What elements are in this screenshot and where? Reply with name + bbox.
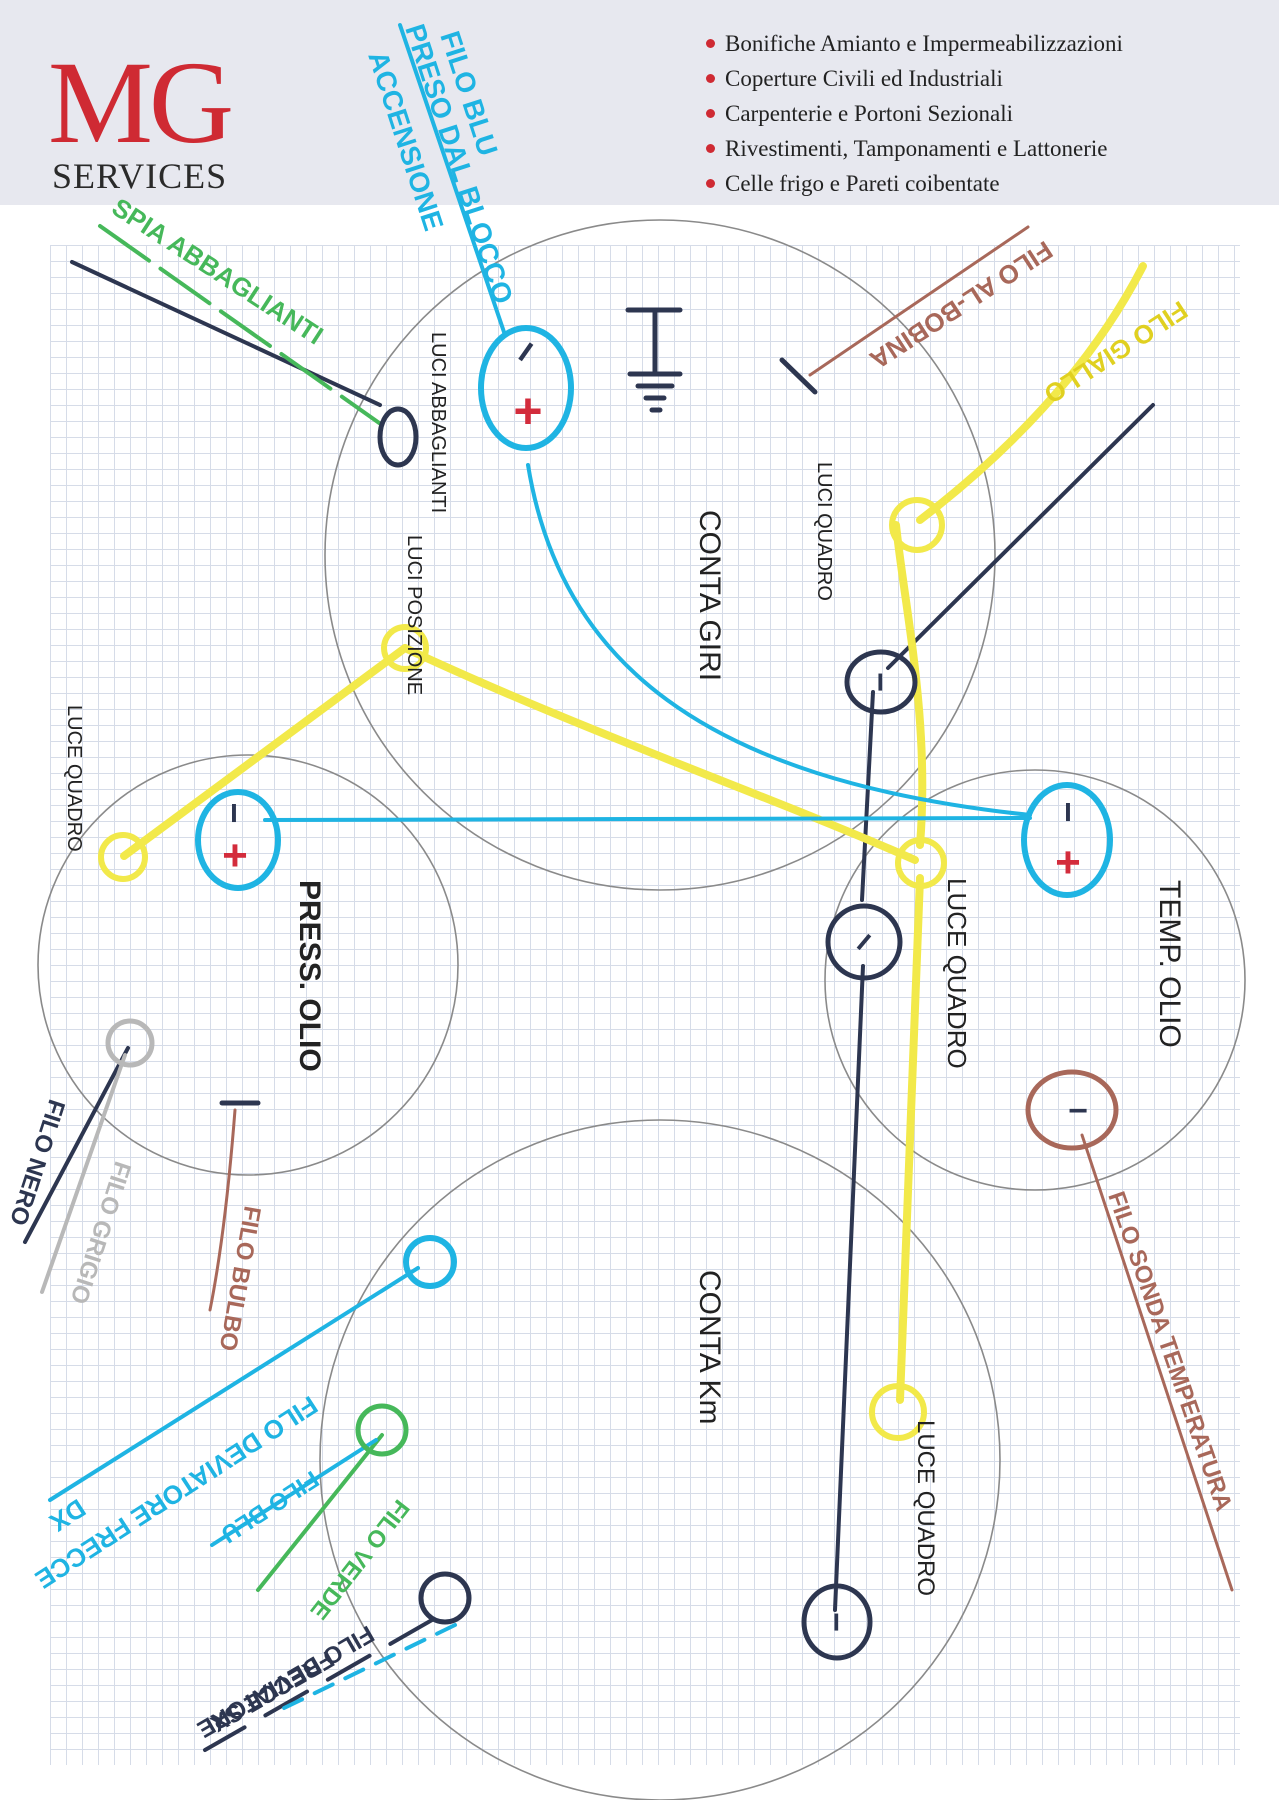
terminal-luci-quadro-giri — [889, 497, 945, 553]
terminal-verde — [355, 1403, 409, 1457]
terminal-grigio — [105, 1018, 155, 1068]
gauge-conta-giri-outline — [324, 219, 996, 891]
services-list: Bonifiche Amianto e Impermeabilizzazioni… — [706, 26, 1266, 201]
plus-sign: + — [222, 831, 248, 880]
terminal-abbaglianti — [377, 406, 419, 468]
service-item: Coperture Civili ed Industriali — [706, 61, 1266, 96]
bullet-icon — [706, 74, 715, 84]
terminal-luce-quadro-press — [98, 832, 148, 882]
service-item: Bonifiche Amianto e Impermeabilizzazioni — [706, 26, 1266, 61]
label-filo-grigio: FILO GRIGIO — [65, 1158, 136, 1307]
green-wires — [98, 224, 384, 1592]
minus-sign: − — [1068, 1092, 1088, 1130]
minus-sign: − — [214, 802, 255, 823]
gauge-labels: CONTA GIRI PRESS. OLIO TEMP. OLIO CONTA … — [293, 510, 1186, 1424]
label-luce-quadro-temp: LUCE QUADRO — [942, 878, 972, 1069]
label-conta-km: CONTA Km — [693, 1270, 726, 1424]
plus-sign: + — [1055, 838, 1081, 887]
yellow-wires — [120, 262, 1147, 1404]
ground-icon — [625, 307, 683, 413]
label-filo-blu-small: FILO BLU — [216, 1465, 324, 1548]
letterhead: MG SERVICES Bonifiche Amianto e Impermea… — [0, 0, 1279, 205]
blue-wires — [48, 23, 1032, 1712]
terminal-sonda-temperatura — [1025, 1069, 1119, 1151]
blue-terminals — [195, 325, 1113, 1289]
plus-sign: + — [513, 383, 542, 439]
dark-wires — [23, 260, 1155, 1752]
dark-terminals — [377, 406, 918, 1661]
label-conta-giri: CONTA GIRI — [693, 510, 726, 681]
other-terminals — [105, 1018, 1119, 1457]
graph-paper-grid — [50, 245, 1240, 1765]
minus-sign: − — [501, 330, 550, 374]
yellow-terminals — [98, 497, 947, 1441]
minus-sign: − — [1048, 801, 1089, 822]
terminal-luce-quadro-km — [869, 1383, 927, 1441]
terminal-luce-quadro-temp — [895, 837, 947, 889]
terminal-minus-temp-left — [825, 903, 903, 981]
label-spia-abbaglianti: SPIA ABBAGLIANTI — [107, 192, 329, 351]
minus-sign: − — [861, 672, 899, 692]
bullet-icon — [706, 109, 715, 119]
label-luce-quadro-press: LUCE QUADRO — [63, 705, 85, 852]
service-item: Rivestimenti, Tamponamenti e Lattonerie — [706, 131, 1266, 166]
terminal-deviatore-dx — [403, 1235, 457, 1289]
terminal-plus-minus-temp — [1021, 782, 1113, 898]
bullet-icon — [706, 179, 715, 189]
gauge-press-olio-outline — [37, 754, 459, 1176]
gauge-conta-km-outline — [319, 1119, 1001, 1800]
label-luci-posizione: LUCI POSIZIONE — [403, 535, 425, 695]
service-item: Carpenterie e Portoni Sezionali — [706, 96, 1266, 131]
terminal-plus-minus-giri — [478, 325, 574, 451]
minus-sign: − — [841, 920, 886, 962]
label-temp-olio: TEMP. OLIO — [1153, 880, 1186, 1048]
wire-labels: FILO BLU PRESO DAL BLOCCO ACCENSIONE SPI… — [4, 20, 1237, 1742]
label-luci-quadro-giri: LUCI QUADRO — [813, 462, 835, 601]
logo-services-text: SERVICES — [52, 156, 228, 196]
terminal-plus-minus-press — [195, 789, 281, 891]
terminal-minus-km — [801, 1583, 873, 1661]
gray-wire — [40, 1053, 127, 1294]
loose-minus-marks — [219, 357, 818, 1106]
terminal-luci-posizione — [381, 624, 429, 672]
bullet-icon — [706, 144, 715, 154]
bullet-icon — [706, 39, 715, 49]
minus-sign: − — [817, 1612, 855, 1632]
terminal-labels: LUCI ABBAGLIANTI LUCI POSIZIONE LUCI QUA… — [63, 332, 972, 1596]
label-filo-bulbo: FILO BULBO — [214, 1204, 266, 1353]
brown-wires — [208, 225, 1234, 1592]
label-filo-nero: FILO NERO — [4, 1096, 70, 1229]
terminal-deviatore-sx — [418, 1571, 472, 1625]
service-item: Celle frigo e Pareti coibentate — [706, 166, 1266, 201]
mg-services-logo: MG SERVICES — [48, 37, 248, 198]
label-press-olio: PRESS. OLIO — [293, 880, 326, 1072]
logo-mg-text: MG — [48, 37, 234, 168]
label-luci-abbaglianti: LUCI ABBAGLIANTI — [427, 332, 449, 513]
terminal-minus-giri-right — [844, 649, 918, 715]
label-filo-al-bobina: FILO AL-BOBINA — [864, 235, 1058, 375]
gauge-temp-olio-outline — [824, 769, 1246, 1191]
label-filo-sonda-temperatura: FILO SONDA TEMPERATURA — [1102, 1188, 1237, 1514]
label-luce-quadro-km: LUCE QUADRO — [912, 1420, 939, 1596]
